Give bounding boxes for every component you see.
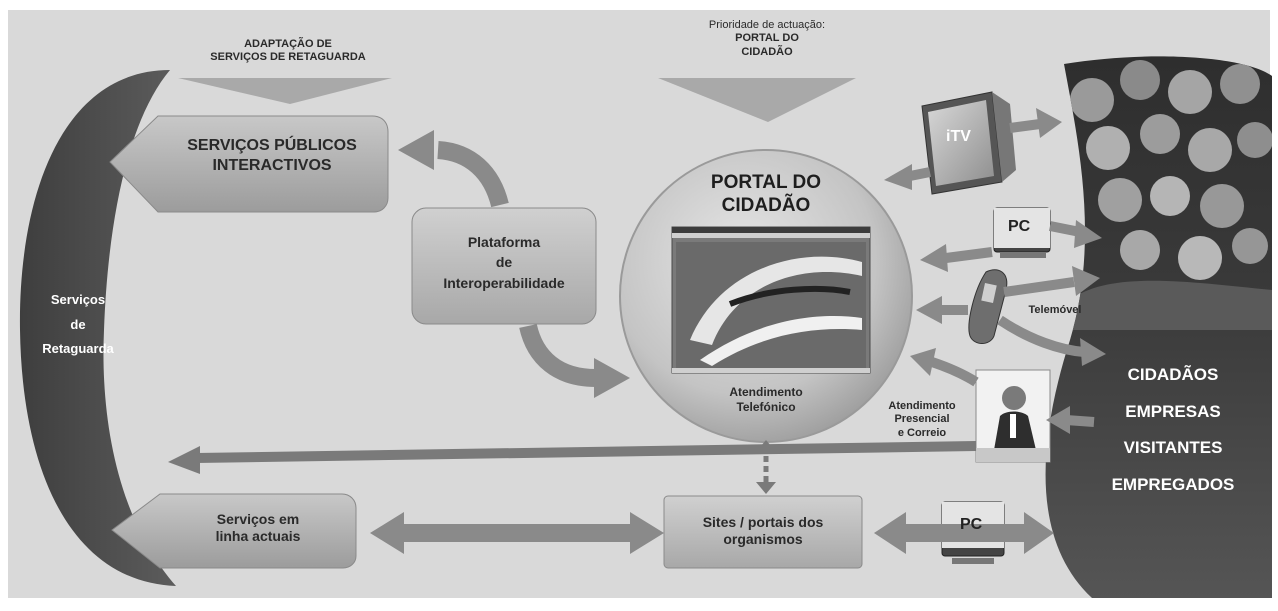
- mobile-device: [968, 269, 1008, 344]
- in-person-label: Atendimento Presencial e Correio: [888, 400, 956, 439]
- audience-item: VISITANTES: [1123, 438, 1223, 457]
- in-person-photo: [975, 369, 1051, 463]
- portal-title: PORTAL DO CIDADÃO: [710, 172, 822, 217]
- audience-item: EMPREGADOS: [1111, 474, 1235, 494]
- itv-label: iTV: [946, 128, 971, 145]
- portal-sites-link-down: [756, 482, 776, 494]
- priority-caption: Prioridade de actuação:: [708, 19, 826, 31]
- arrow-interop-to-portal-head: [594, 358, 630, 398]
- audience-item: CIDADÃOS: [1127, 365, 1219, 384]
- mobile-label: Telemóvel: [1028, 304, 1082, 316]
- interactive-services-label: SERVIÇOS PÚBLICOS INTERACTIVOS: [187, 137, 357, 174]
- crowd-photo: [1070, 60, 1272, 330]
- pc-bottom-label: PC: [960, 516, 983, 533]
- audience-item: EMPRESAS: [1125, 401, 1221, 421]
- audience-list: CIDADÃOS EMPRESAS VISITANTES EMPREGADOS: [1098, 357, 1248, 503]
- interoperability-box: [411, 207, 597, 325]
- pc-device: [993, 207, 1051, 258]
- phone-service-label: Atendimento Telefónico: [729, 385, 803, 414]
- interactive-services-arrow: [109, 115, 389, 213]
- pc-label: PC: [1008, 218, 1031, 235]
- arrow-interop-to-services-head: [398, 130, 434, 170]
- portal-screenshot: [671, 226, 871, 374]
- double-arrow-sites-audience: [874, 512, 1054, 554]
- itv-device: [921, 91, 1016, 195]
- backoffice-adaptation-funnel: [178, 78, 392, 104]
- feedback-arrow-head: [168, 446, 200, 474]
- org-sites-box: [663, 495, 863, 569]
- portal-priority-funnel: [658, 78, 856, 122]
- priority-label: Prioridade de actuação: PORTAL DO CIDADÃ…: [672, 19, 862, 59]
- online-services-arrow: [111, 493, 357, 569]
- channel-arrows: [884, 108, 1106, 434]
- portal-sites-link-up: [756, 440, 776, 452]
- backoffice-label: Serviços de Retaguarda: [42, 292, 114, 357]
- arrow-interop-to-services: [436, 141, 509, 208]
- double-arrow-online-sites: [370, 512, 664, 554]
- org-sites-label: Sites / portais dos organismos: [702, 514, 824, 548]
- feedback-arrow: [195, 441, 977, 463]
- backoffice-crescent: [19, 70, 176, 586]
- interoperability-label: Plataforma de Interoperabilidade: [443, 234, 565, 291]
- arrow-interop-to-portal: [519, 323, 597, 387]
- online-services-label: Serviços em linha actuais: [215, 511, 301, 545]
- backoffice-adaptation-label: ADAPTAÇÃO DE SERVIÇOS DE RETAGUARDA: [210, 38, 366, 64]
